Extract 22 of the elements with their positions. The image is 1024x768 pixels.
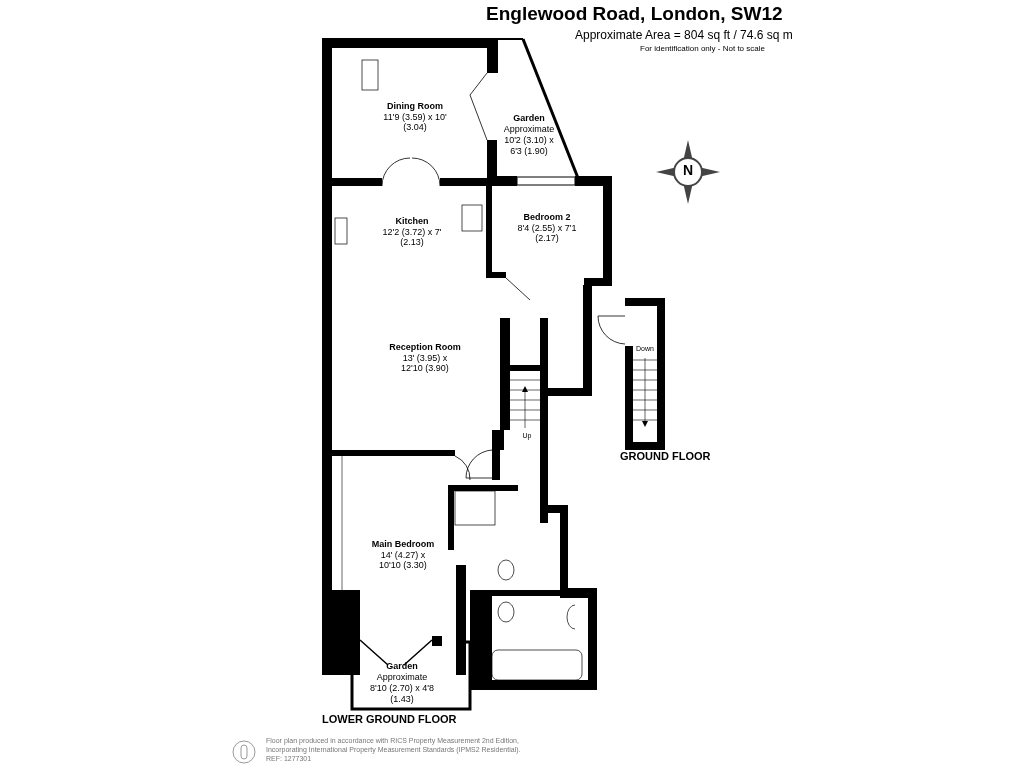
room-name: Bedroom 2 (523, 211, 571, 223)
room-dimensions: 8'4 (2.55) x 7'1 (2.17) (516, 222, 578, 245)
room-name: Reception Room (389, 341, 461, 353)
room-name: Garden (386, 661, 418, 673)
room-name: Main Bedroom (371, 538, 435, 550)
area-note: Approximate Area = 804 sq ft / 74.6 sq m (575, 29, 794, 41)
scale-note: For identification only - Not to scale (640, 45, 766, 53)
title: Englewood Road, London, SW12 (486, 4, 783, 23)
room-name: Garden (513, 113, 545, 125)
room-dimensions: Approximate (376, 672, 428, 683)
room-dimensions: 8'10 (2.70) x 4'8 (1.43) (370, 683, 434, 705)
floor-label: LOWER GROUND FLOOR (322, 714, 458, 725)
room-dimensions: 12'2 (3.72) x 7' (2.13) (381, 226, 443, 249)
room-dimensions: Approximate (503, 124, 555, 135)
room-dimensions: 14' (4.27) x 10'10 (3.30) (378, 549, 428, 572)
room-dimensions: 11'9 (3.59) x 10' (3.04) (383, 111, 447, 134)
room-dimensions: 13' (3.95) x 12'10 (3.90) (400, 352, 450, 375)
room-dimensions: 10'2 (3.10) x 6'3 (1.90) (503, 135, 555, 157)
room-name: Kitchen (395, 215, 429, 227)
floor-label: GROUND FLOOR (620, 451, 712, 462)
north-label: N (681, 163, 695, 177)
room-name: Dining Room (387, 100, 443, 112)
